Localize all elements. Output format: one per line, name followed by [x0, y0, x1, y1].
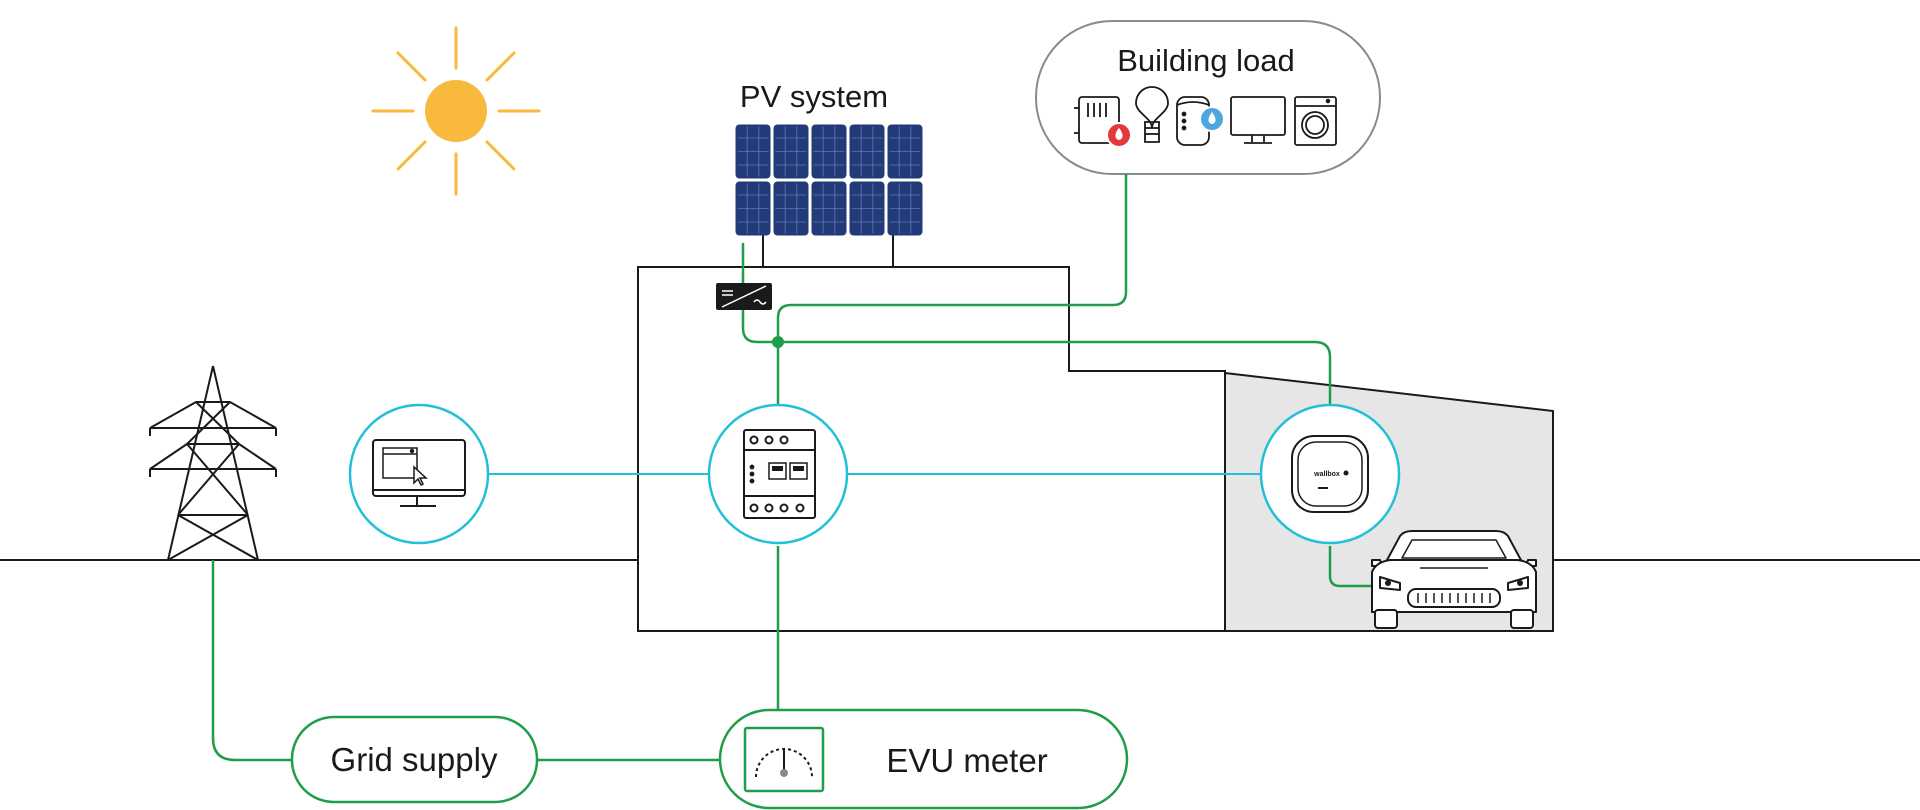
- evu-meter-label: EVU meter: [886, 742, 1047, 779]
- inverter-icon: [716, 283, 772, 310]
- gauge-icon: [743, 726, 825, 793]
- pv-system-label: PV system: [740, 79, 888, 114]
- pylon-icon: [149, 365, 277, 561]
- sun-icon: [371, 26, 541, 196]
- wallbox-node: wallbox: [1259, 403, 1401, 545]
- power-lines: [211, 176, 1372, 762]
- monitor-node: [348, 403, 490, 545]
- building-load-box: Building load: [1035, 20, 1381, 175]
- washing-machine-icon: [1294, 96, 1337, 146]
- grid-supply-box: Grid supply: [290, 715, 539, 804]
- tv-icon: [1230, 96, 1286, 144]
- wallbox-icon: wallbox: [1291, 435, 1369, 513]
- energy-meter-node: [707, 403, 849, 545]
- car-icon: [1371, 530, 1537, 629]
- bulb-icon: [1135, 86, 1169, 143]
- wallbox-brand-label: wallbox: [1313, 471, 1340, 478]
- heater-icon: [1074, 96, 1132, 148]
- energy-meter-icon: [743, 429, 816, 519]
- grid-supply-label: Grid supply: [331, 741, 498, 778]
- solar-panel-icon: [735, 124, 923, 267]
- water-heater-icon: [1176, 96, 1225, 146]
- monitor-icon: [372, 439, 466, 507]
- building-load-label: Building load: [1117, 43, 1295, 78]
- evu-meter-box: EVU meter: [718, 708, 1129, 810]
